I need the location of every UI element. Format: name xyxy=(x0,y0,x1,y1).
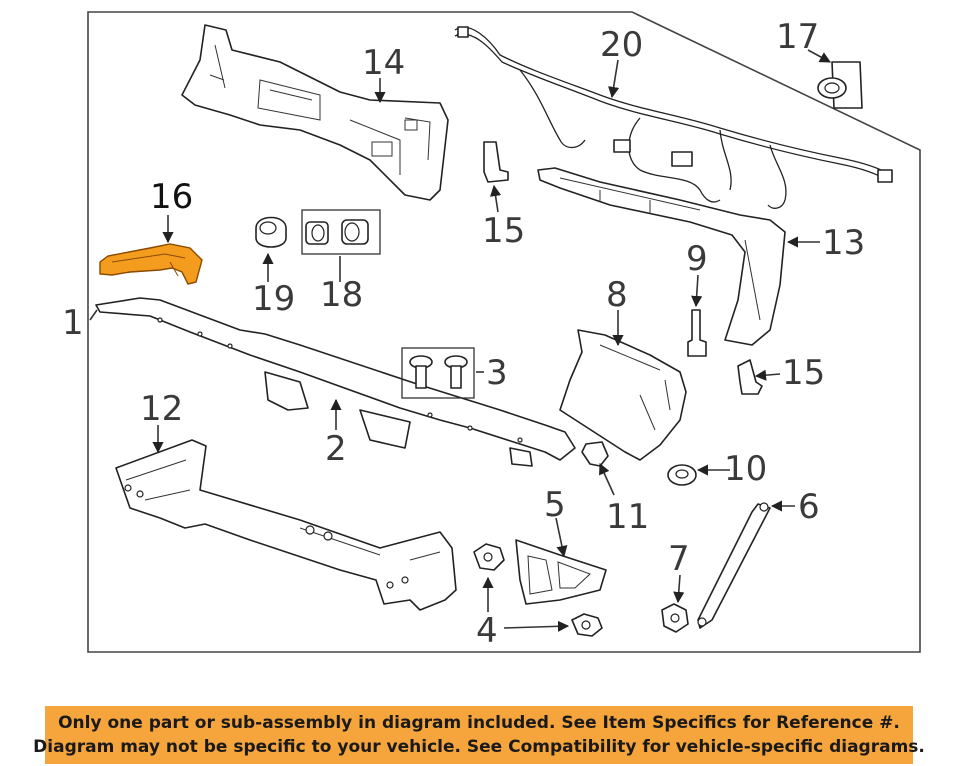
part-17-bracket xyxy=(817,61,863,109)
callout-9: 9 xyxy=(686,239,708,279)
callout-13: 13 xyxy=(822,223,865,263)
part-8-side-panel xyxy=(559,329,687,461)
notice-banner: Only one part or sub-assembly in diagram… xyxy=(33,706,925,764)
leader-lines xyxy=(89,49,831,632)
part-20-wiring-harness xyxy=(454,26,893,209)
callout-7: 7 xyxy=(668,539,690,579)
callout-14: 14 xyxy=(362,43,405,83)
callout-19: 19 xyxy=(252,279,295,319)
part-12-reinforcement xyxy=(115,439,457,611)
parts-diagram: 16 14 20 17 15 19 18 13 1 9 8 3 15 2 12 … xyxy=(62,11,921,653)
part-15-clip-lower xyxy=(737,359,763,395)
part-14-panel xyxy=(181,24,449,201)
notice-line-2: Diagram may not be specific to your vehi… xyxy=(33,737,925,757)
callout-17: 17 xyxy=(776,17,819,57)
part-9-bolt xyxy=(687,309,707,357)
part-10-plug xyxy=(667,464,697,486)
callout-18: 18 xyxy=(320,275,363,315)
notice-line-1: Only one part or sub-assembly in diagram… xyxy=(58,713,900,733)
callout-1: 1 xyxy=(62,303,84,343)
part-7-nut xyxy=(661,603,689,633)
callout-16: 16 xyxy=(150,177,193,217)
callout-6: 6 xyxy=(798,487,820,527)
diagram-frame xyxy=(87,11,921,653)
callout-20: 20 xyxy=(600,25,643,65)
callout-3: 3 xyxy=(486,353,508,393)
callout-5: 5 xyxy=(544,485,566,525)
callout-15-upper: 15 xyxy=(482,211,525,251)
callout-10: 10 xyxy=(724,449,767,489)
part-6-rod xyxy=(697,502,771,629)
callout-labels: 16 14 20 17 15 19 18 13 1 9 8 3 15 2 12 … xyxy=(62,17,865,651)
part-4-nuts xyxy=(473,543,603,637)
part-18-bushings xyxy=(301,209,381,255)
part-1-2-bumper-beam xyxy=(95,297,576,467)
part-3-bolts xyxy=(401,347,475,399)
part-13-trim xyxy=(537,167,786,346)
callout-12: 12 xyxy=(140,389,183,429)
callout-4: 4 xyxy=(476,611,498,651)
callout-2: 2 xyxy=(325,429,347,469)
part-11-clip xyxy=(581,441,609,467)
part-19-grommet xyxy=(255,216,287,248)
callout-8: 8 xyxy=(606,275,628,315)
callout-11: 11 xyxy=(606,497,649,537)
part-5-bracket xyxy=(515,539,607,605)
callout-15-lower: 15 xyxy=(782,353,825,393)
part-15-clip-upper xyxy=(483,141,509,183)
part-16-bracket-highlighted xyxy=(99,243,203,285)
